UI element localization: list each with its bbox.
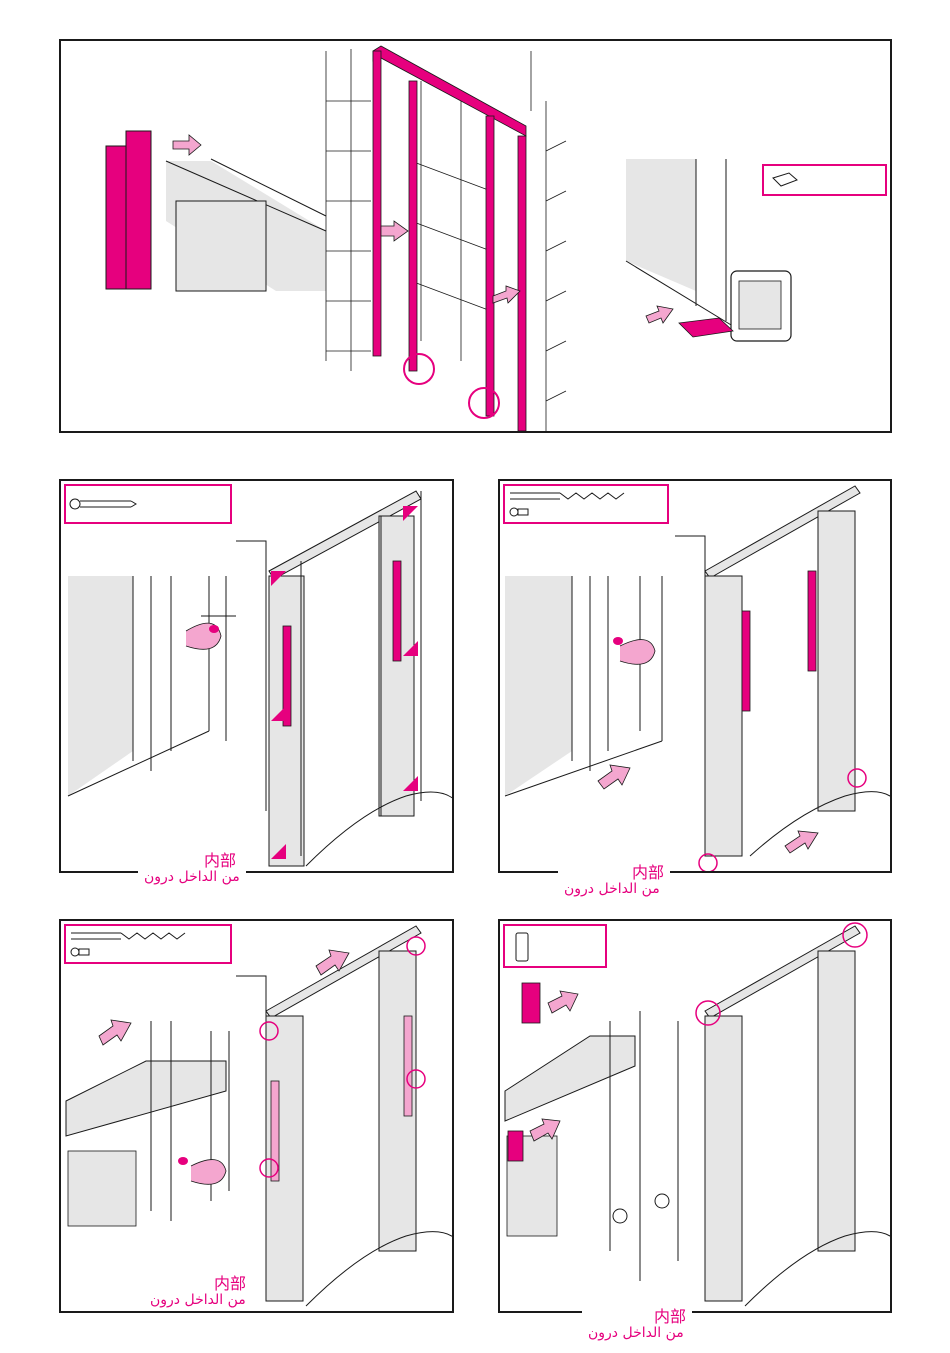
inside-label-ar-2: من الداخل <box>623 1325 684 1341</box>
inside-label-step-5: 内部 من الداخل درون <box>582 1309 692 1341</box>
drill-plug-callout <box>65 925 231 963</box>
step-panel-5 <box>498 919 892 1313</box>
step-panel-2 <box>59 479 454 873</box>
tiled-wall <box>326 49 566 431</box>
inside-label-step-4: 内部 من الداخل درون <box>144 1276 252 1308</box>
wall-drilling-detail <box>68 576 236 796</box>
inside-label-ar-2: من الداخل <box>599 881 660 897</box>
inside-label-cn: 内部 <box>632 863 664 882</box>
step-panel-4 <box>59 919 454 1313</box>
step-5-illustration <box>500 921 892 1313</box>
inside-label-ar-2: من الداخل <box>179 869 240 885</box>
screw-callout <box>65 485 231 523</box>
cap-fitting-detail <box>505 983 678 1281</box>
step-3-illustration <box>500 481 892 873</box>
inside-label-cn: 内部 <box>214 1274 246 1293</box>
seal-pad-callout <box>763 165 886 195</box>
step-1-illustration <box>61 41 892 433</box>
step-panel-1 <box>59 39 892 433</box>
step-4-illustration <box>61 921 454 1313</box>
door-assembly <box>236 926 454 1306</box>
inside-label-step-2: 内部 من الداخل درون <box>138 853 246 885</box>
step-2-illustration <box>61 481 454 873</box>
inside-label-cn: 内部 <box>654 1307 686 1326</box>
inside-label-step-3: 内部 من الداخل درون <box>558 865 670 897</box>
wall-drilling-detail <box>505 576 662 796</box>
inside-label-ar-1: درون <box>564 881 594 897</box>
cap-callout <box>504 925 606 967</box>
door-assembly <box>236 491 454 866</box>
magenta-wall-profiles <box>373 46 526 431</box>
inside-label-ar-1: درون <box>588 1325 618 1341</box>
frame-fixing-detail <box>66 1020 229 1226</box>
inside-label-ar-1: درون <box>150 1292 180 1308</box>
profile-detail <box>106 131 326 291</box>
drill-plug-callout <box>504 485 668 523</box>
inside-label-ar-1: درون <box>144 869 174 885</box>
step-panel-3 <box>498 479 892 873</box>
door-assembly <box>675 486 892 872</box>
inside-label-cn: 内部 <box>204 851 236 870</box>
door-assembly <box>696 923 892 1306</box>
inside-label-ar-2: من الداخل <box>185 1292 246 1308</box>
